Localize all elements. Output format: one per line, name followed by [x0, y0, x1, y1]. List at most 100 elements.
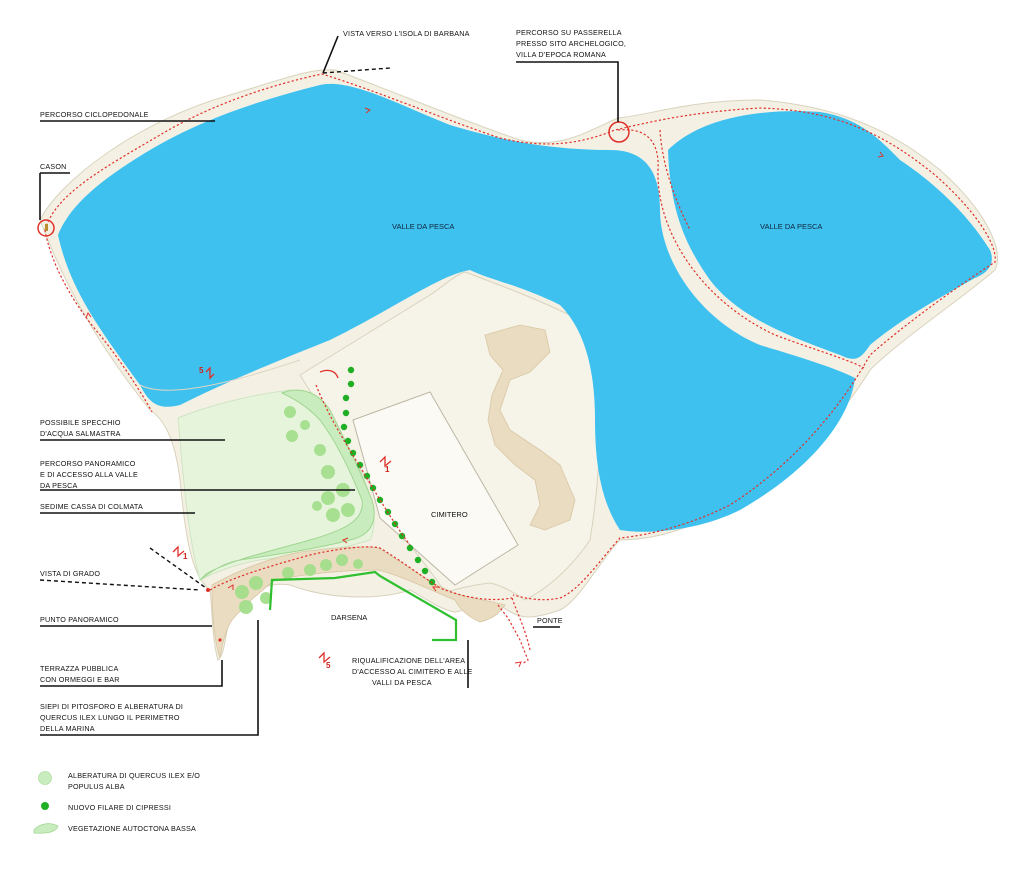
valle-shoreline: [139, 359, 301, 391]
cypress-tree: [342, 394, 350, 402]
section-mark-label: 1: [385, 465, 390, 474]
low-vegetation-icon: [33, 823, 59, 834]
tree-light: [321, 465, 335, 479]
cypress-tree: [342, 409, 350, 417]
legend-label: NUOVO FILARE DI CIPRESSI: [68, 803, 171, 812]
arrow-icon: [432, 586, 438, 592]
callout-panoramico-line3: DA PESCA: [40, 481, 78, 490]
tree-light: [326, 508, 340, 522]
callout-cason: CASON: [40, 162, 67, 171]
light-trees: [235, 406, 363, 614]
cassa-di-colmata-area: [177, 389, 375, 581]
callout-ciclopedonale: PERCORSO CICLOPEDONALE: [40, 110, 149, 119]
callout-siepi-line1: SIEPI DI PITOSFORO E ALBERATURA DI: [40, 702, 183, 711]
tree-light: [336, 554, 348, 566]
section-mark-label: 5: [199, 366, 204, 375]
cypress-row: [340, 366, 436, 586]
callout-riqualificazione-line2: D'ACCESSO AL CIMITERO E ALLE: [352, 667, 473, 676]
callout-vista-grado: VISTA DI GRADO: [40, 569, 100, 578]
section-mark-label: 1: [183, 552, 188, 561]
cypress-tree: [347, 380, 355, 388]
punto-panoramico-point: [218, 638, 222, 642]
cypress-tree: [406, 544, 414, 552]
leader-line-dashed: [39, 579, 201, 591]
callout-punto-panoramico: PUNTO PANORAMICO: [40, 615, 119, 624]
route-direction-arrows: [85, 107, 884, 668]
tree-light: [235, 585, 249, 599]
callout-ponte: PONTE: [537, 616, 563, 625]
tree-light: [249, 576, 263, 590]
legend-label: POPULUS ALBA: [68, 782, 125, 791]
legend: ALBERATURA DI QUERCUS ILEX E/O POPULUS A…: [33, 771, 200, 834]
cypress-icon: [41, 802, 49, 810]
cypress-tree: [344, 437, 352, 445]
light-tree-icon: [38, 771, 52, 785]
section-marks: 5 1 1 5: [172, 366, 392, 670]
darsena-label: DARSENA: [331, 613, 367, 622]
valle-da-pesca-label-west: VALLE DA PESCA: [392, 222, 454, 231]
tree-light: [284, 406, 296, 418]
callout-passerella-line1: PERCORSO SU PASSERELLA: [516, 28, 622, 37]
cypress-tree: [414, 556, 422, 564]
callout-panoramico-line2: E DI ACCESSO ALLA VALLE: [40, 470, 138, 479]
tree-light: [341, 503, 355, 517]
leader-line-dashed: [149, 547, 207, 589]
legend-label: ALBERATURA DI QUERCUS ILEX E/O: [68, 771, 200, 780]
cypress-tree: [340, 423, 348, 431]
section-mark-label: 5: [326, 661, 331, 670]
leader-line: [516, 61, 619, 122]
tree-light: [312, 501, 322, 511]
tree-light: [260, 592, 272, 604]
cypress-tree: [349, 449, 357, 457]
access-arc: [319, 369, 339, 379]
arrow-icon: [364, 107, 372, 114]
callout-terrazza-line2: CON ORMEGGI E BAR: [40, 675, 120, 684]
cimitero-label: CIMITERO: [431, 510, 468, 519]
callout-riqualificazione-line1: RIQUALIFICAZIONE DELL'AREA: [352, 656, 465, 665]
callout-siepi-line2: QUERCUS ILEX LUNGO IL PERIMETRO: [40, 713, 180, 722]
cypress-tree: [376, 496, 384, 504]
callout-specchio-line1: POSSIBILE SPECCHIO: [40, 418, 121, 427]
callout-passerella-line2: PRESSO SITO ARCHELOGICO,: [516, 39, 626, 48]
valle-da-pesca-label-east: VALLE DA PESCA: [760, 222, 822, 231]
arrow-icon: [85, 311, 92, 319]
callout-passerella-line3: VILLA D'EPOCA ROMANA: [516, 50, 606, 59]
tree-light: [314, 444, 326, 456]
tree-light: [353, 559, 363, 569]
callout-terrazza-line1: TERRAZZA PUBBLICA: [40, 664, 119, 673]
tree-light: [304, 564, 316, 576]
callout-specchio-line2: D'ACQUA SALMASTRA: [40, 429, 121, 438]
tree-light: [320, 559, 332, 571]
arrow-icon: [877, 151, 884, 158]
cypress-tree: [398, 532, 406, 540]
vista-grado-point: [206, 588, 210, 592]
low-vegetation-band: [199, 389, 375, 581]
archaeological-site-marker: [608, 121, 630, 143]
legend-label: VEGETAZIONE AUTOCTONA BASSA: [68, 824, 196, 833]
arrow-icon: [341, 537, 349, 544]
leader-line: [40, 660, 223, 687]
arrow-icon: [227, 584, 234, 590]
cimitero-building: [352, 391, 519, 586]
valle-da-pesca-west: [58, 83, 855, 532]
arrow-icon: [514, 661, 522, 668]
cycle-pedestrian-route: [44, 73, 996, 651]
callout-colmata: SEDIME CASSA DI COLMATA: [40, 502, 143, 511]
valle-da-pesca-east: [668, 111, 992, 359]
sandy-path-north: [484, 324, 576, 531]
tree-light: [321, 491, 335, 505]
cason-icon: [45, 224, 48, 231]
leader-line: [40, 620, 259, 736]
cason-marker: [37, 219, 55, 237]
callout-riqualificazione-line3: VALLI DA PESCA: [372, 678, 432, 687]
cypress-tree: [421, 567, 429, 575]
callout-panoramico-line1: PERCORSO PANORAMICO: [40, 459, 136, 468]
tree-light: [239, 600, 253, 614]
tree-light: [300, 420, 310, 430]
leader-line: [322, 35, 339, 74]
pittosporum-hedge: [268, 570, 458, 642]
callout-siepi-line3: DELLA MARINA: [40, 724, 95, 733]
tree-light: [286, 430, 298, 442]
tree-light: [282, 567, 294, 579]
